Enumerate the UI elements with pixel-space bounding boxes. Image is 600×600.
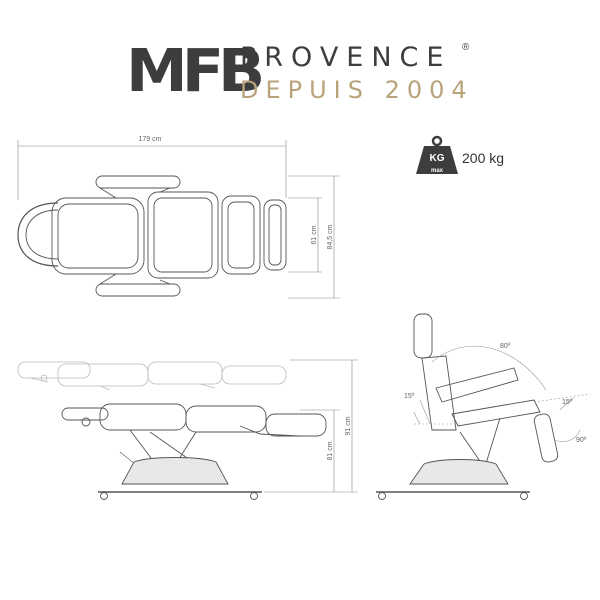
weight-badge-bottom: max <box>431 168 444 174</box>
side-view-raised <box>17 361 287 391</box>
weight-badge-top: KG <box>430 153 445 164</box>
chair-view <box>376 313 559 500</box>
weight-capacity: 200 kg <box>462 150 505 166</box>
weight-icon: KG max <box>416 135 458 174</box>
leg-drop-label: 90º <box>576 437 587 444</box>
brand-tagline: DEPUIS 2004 <box>240 76 474 104</box>
seat-angle-label: 15º <box>404 393 415 400</box>
leg-tilt-label: 15º <box>562 399 573 406</box>
brand-name: PROVENCE <box>240 42 452 73</box>
registered-mark: ® <box>462 42 470 53</box>
side-view-lowered <box>61 403 327 500</box>
max-height-label: 91 cm <box>345 416 352 435</box>
length-label: 179 cm <box>139 136 162 143</box>
backrest-angle-label: 80º <box>500 343 511 350</box>
brand-mark: MFB <box>126 35 265 106</box>
seat-width-label: 61 cm <box>311 225 318 244</box>
total-width-label: 84,5 cm <box>327 224 334 249</box>
min-height-label: 81 cm <box>327 441 334 460</box>
top-view <box>17 175 287 297</box>
